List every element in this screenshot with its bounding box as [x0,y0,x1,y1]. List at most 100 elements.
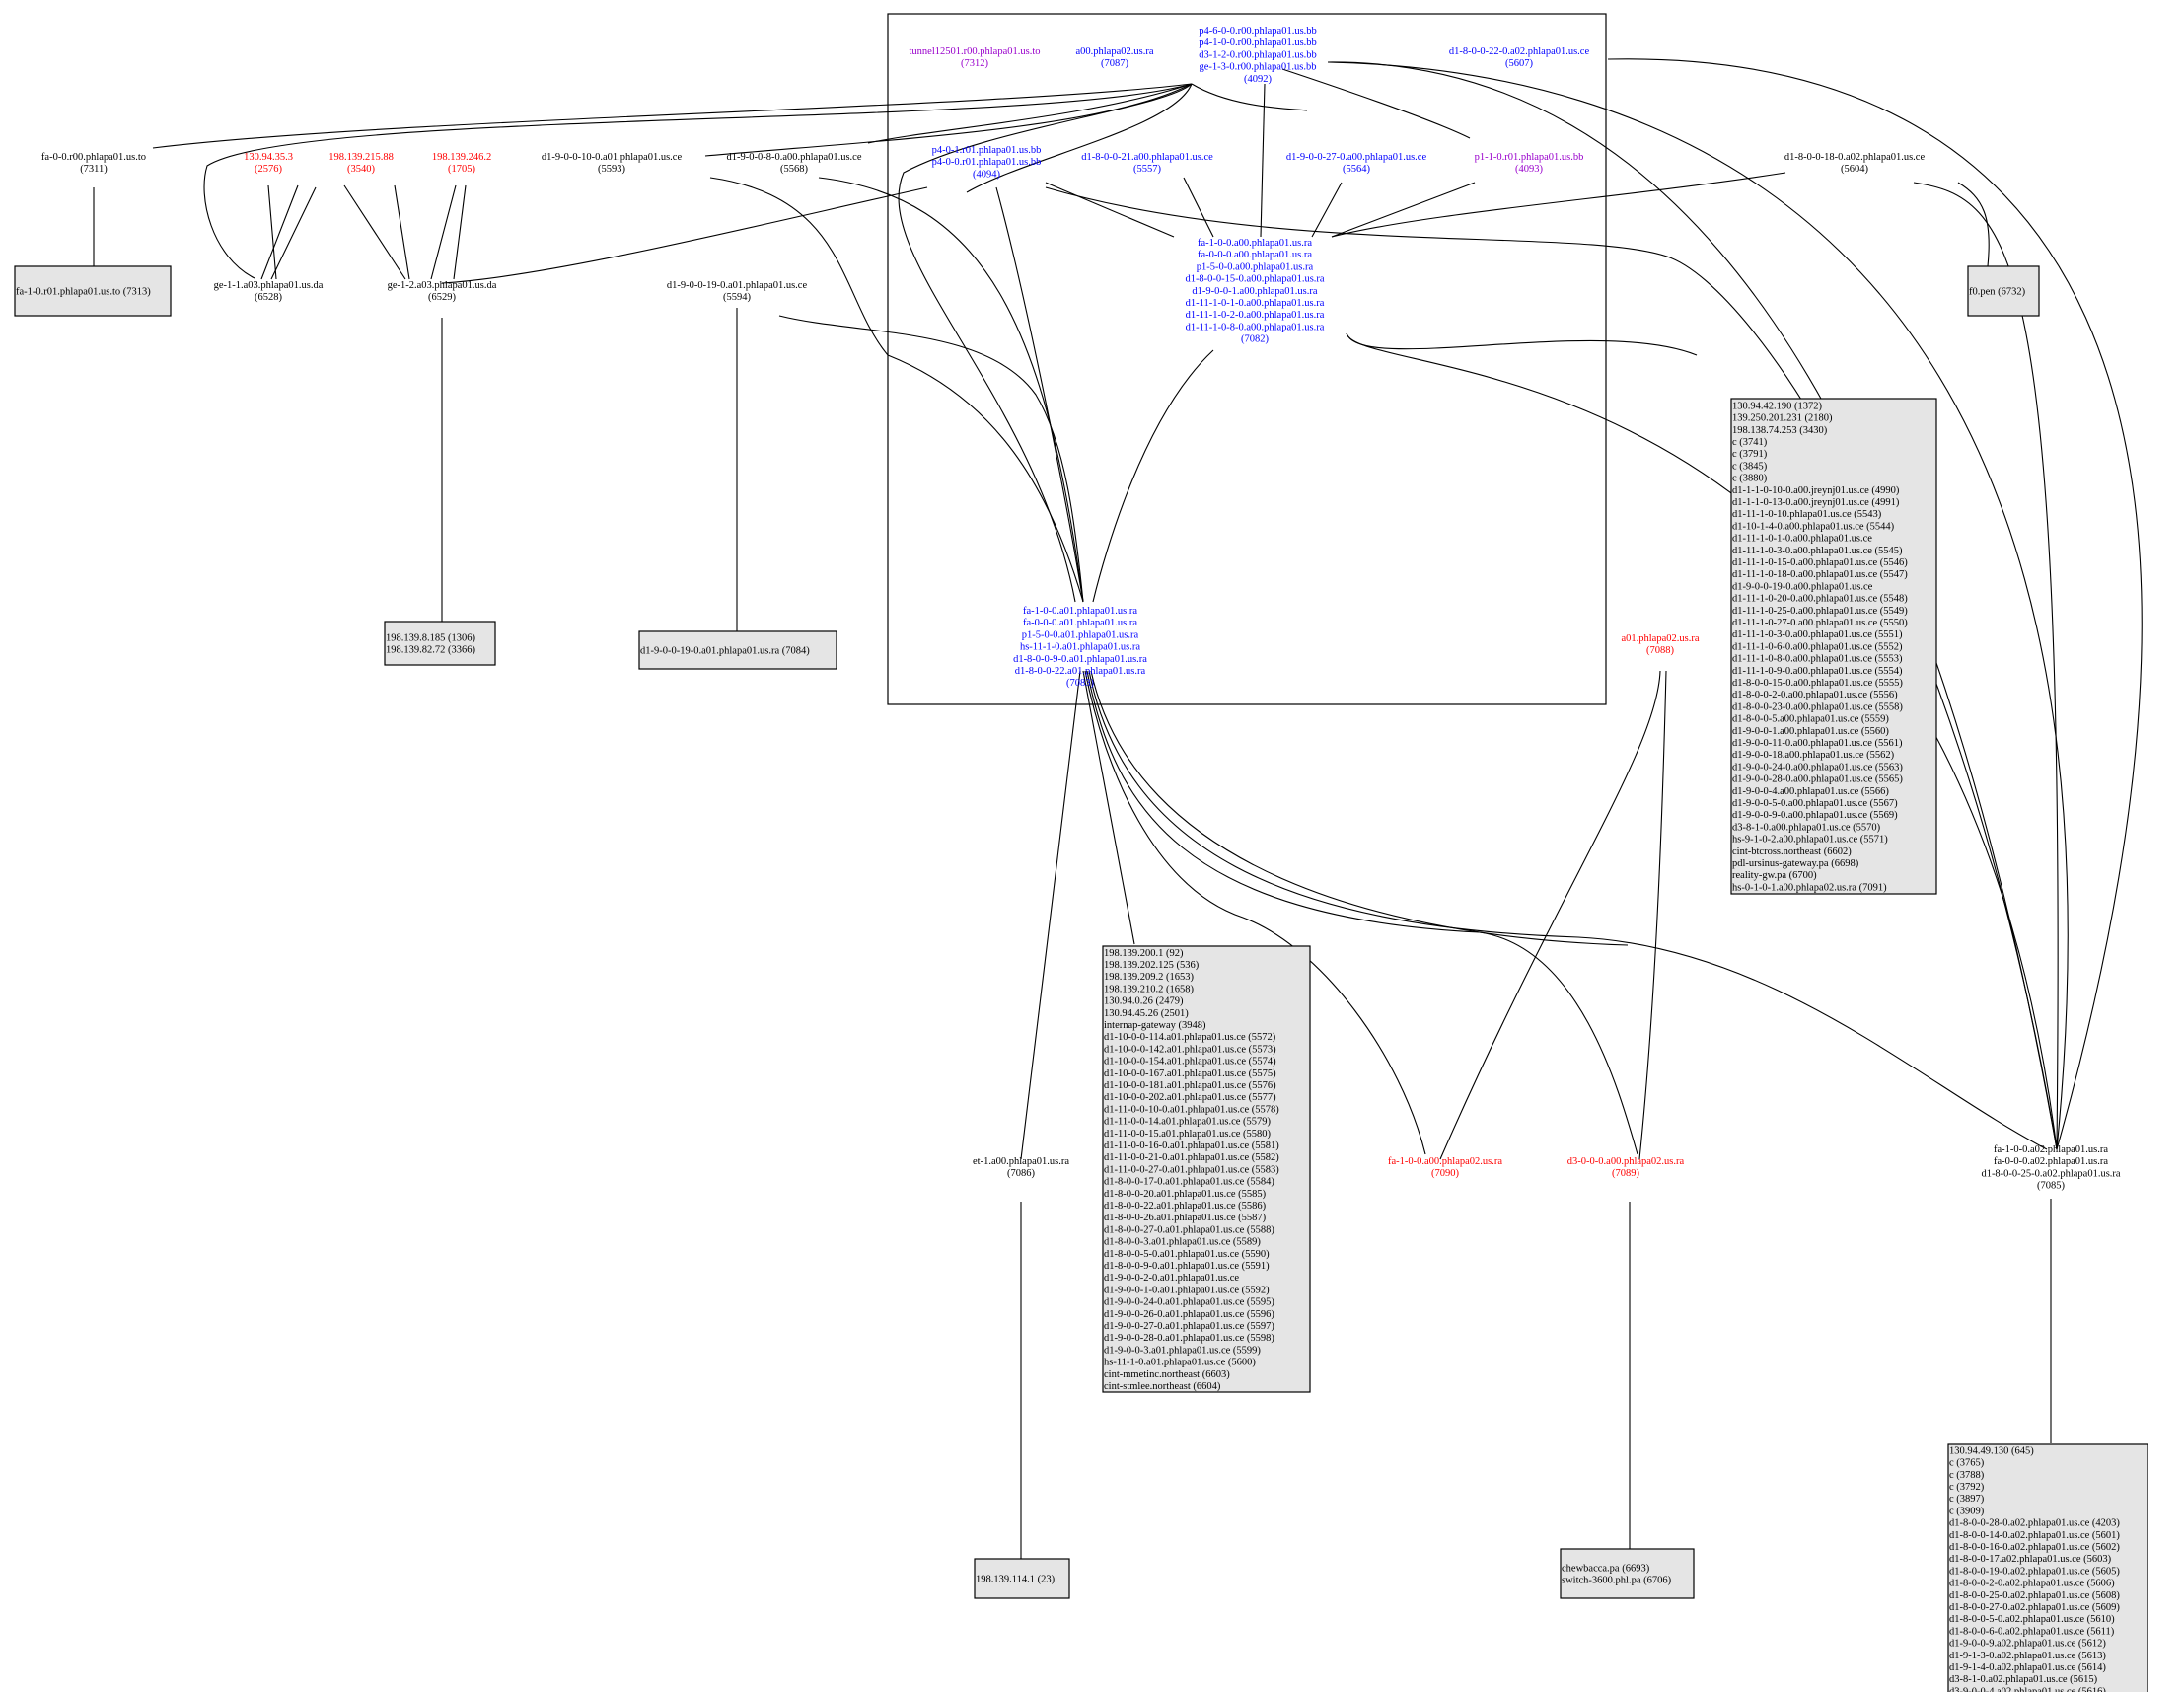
node-label: tunnel12501.r00.phlapa01.us.to [910,46,1041,57]
node-label: 198.139.8.185 (1306) [386,632,475,643]
node-label: (7086) [1007,1168,1035,1179]
node-box [1560,1548,1695,1599]
node-label: a01.phlapa02.us.ra [1621,633,1699,644]
node-label: d1-9-0-0-19-0.a00.phlapa01.us.ce [1732,581,1873,592]
node-label: 198.139.82.72 (3366) [386,645,475,656]
node-label: d1-11-1-0-2-0.a00.phlapa01.us.ra [1186,310,1325,321]
node-box7082: 130.94.42.190 (1372)139.250.201.231 (218… [1730,398,1937,895]
node-label: (7085) [2037,1181,2065,1192]
node-label: d3-8-1-0.a02.phlapa01.us.ce (5615) [1949,1674,2098,1685]
node-label: cint-btcross.northeast (6602) [1732,846,1852,857]
node-label: (2576) [255,164,282,175]
node-n6732: f0.pen (6732) [1967,265,2040,317]
node-n7082: fa-1-0-0.a00.phlapa01.us.rafa-0-0-0.a00.… [1185,238,1324,345]
node-label: d1-11-1-0-27-0.a00.phlapa01.us.ce (5550) [1732,618,1908,628]
node-label: d1-8-0-0-14-0.a02.phlapa01.us.ce (5601) [1949,1530,2120,1541]
node-label: c (3845) [1732,461,1768,472]
node-box [974,1558,1070,1599]
node-label: d1-10-1-4-0.a00.phlapa01.us.ce (5544) [1732,521,1895,532]
edge-layer [93,58,2143,1559]
node-label: d1-11-1-0-8-0.a00.phlapa01.us.ce (5553) [1732,654,1903,665]
node-label: ge-1-3-0.r00.phlapa01.us.bb [1200,62,1317,73]
node-label: (5593) [598,164,625,175]
node-label: d1-8-0-0-22.a01.phlapa01.us.ra [1015,666,1146,677]
node-label: d1-8-0-0-15-0.a00.phlapa01.us.ce (5555) [1732,678,1903,689]
node-n6693: chewbacca.pa (6693)switch-3600.phl.pa (6… [1560,1548,1695,1599]
node-label: (7090) [1431,1168,1459,1179]
node-label: d1-9-0-0-1.a00.phlapa01.us.ce (5560) [1732,726,1889,737]
node-label: c (3880) [1732,474,1768,484]
node-n5594: d1-9-0-0-19-0.a01.phlapa01.us.ce(5594) [667,280,808,303]
node-label: 198.139.246.2 [432,152,491,163]
node-n4093: p1-1-0.r01.phlapa01.us.bb(4093) [1475,152,1584,175]
node-label: d1-9-0-0-9.a02.phlapa01.us.ce (5612) [1949,1639,2106,1650]
node-label: fa-0-0-0.a02.phlapa01.us.ra [1994,1156,2108,1167]
node-n23: 198.139.114.1 (23) [974,1558,1070,1599]
node-label: d1-8-0-0-9-0.a01.phlapa01.us.ra [1013,654,1147,665]
node-label: 130.94.0.26 (2479) [1104,996,1184,1007]
node-n7088: a01.phlapa02.us.ra(7088) [1621,633,1699,656]
node-label: d1-9-0-0-24-0.a00.phlapa01.us.ce (5563) [1732,762,1903,772]
node-n7311: fa-0-0.r00.phlapa01.us.to(7311) [41,152,146,175]
node-label: d1-11-1-0-6-0.a00.phlapa01.us.ce (5552) [1732,641,1903,652]
node-label: d1-9-0-0-3.a01.phlapa01.us.ce (5599) [1104,1345,1261,1356]
node-label: d1-11-0-0-27-0.a01.phlapa01.us.ce (5583) [1104,1164,1279,1175]
node-label: d1-11-1-0-3-0.a00.phlapa01.us.ce (5551) [1732,629,1903,640]
node-label: d1-11-0-0-21-0.a01.phlapa01.us.ce (5582) [1104,1152,1279,1163]
node-n5564: d1-9-0-0-27-0.a00.phlapa01.us.ce(5564) [1286,152,1427,175]
node-label: d1-9-0-0-18.a00.phlapa01.us.ce (5562) [1732,750,1895,761]
node-label: d1-8-0-0-28-0.a02.phlapa01.us.ce (4203) [1949,1518,2120,1529]
node-label: switch-3600.phl.pa (6706) [1562,1576,1672,1586]
node-label: p1-5-0-0.a01.phlapa01.us.ra [1022,629,1139,640]
node-label: p4-1-0-0.r00.phlapa01.us.bb [1199,37,1317,48]
node-box7085: 130.94.49.130 (645)c (3765)c (3788)c (37… [1947,1443,2148,1692]
node-n7089: d3-0-0-0.a00.phlapa02.us.ra(7089) [1567,1156,1685,1179]
node-label: (7082) [1241,334,1269,345]
node-label: c (3909) [1949,1506,1985,1516]
node-label: d1-9-0-0-5-0.a00.phlapa01.us.ce (5567) [1732,798,1898,809]
node-label: p4-0-1.r01.phlapa01.us.bb [932,145,1042,156]
node-label: d3-8-1-0.a00.phlapa01.us.ce (5570) [1732,822,1881,833]
node-label: p4-6-0-0.r00.phlapa01.us.bb [1199,26,1317,37]
node-label: d1-11-0-0-16-0.a01.phlapa01.us.ce (5581) [1104,1140,1279,1151]
node-label: d1-9-0-0-2-0.a01.phlapa01.us.ce [1104,1273,1239,1284]
node-label: d1-10-0-0-167.a01.phlapa01.us.ce (5575) [1104,1068,1276,1079]
node-label: a00.phlapa02.us.ra [1075,46,1153,57]
node-label: d1-8-0-0-16-0.a02.phlapa01.us.ce (5602) [1949,1542,2120,1553]
node-label: d1-8-0-0-15-0.a00.phlapa01.us.ra [1185,274,1324,285]
node-label: d1-11-1-0-8-0.a00.phlapa01.us.ra [1186,322,1325,332]
node-label: (3540) [347,164,375,175]
node-n7086: et-1.a00.phlapa01.us.ra(7086) [973,1156,1069,1179]
node-label: 198.139.209.2 (1653) [1104,972,1194,983]
node-label: hs-11-1-0.a01.phlapa01.us.ce (5600) [1104,1358,1256,1368]
node-label: d1-8-0-0-18-0.a02.phlapa01.us.ce [1784,152,1926,163]
node-n5593: d1-9-0-0-10-0.a01.phlapa01.us.ce(5593) [542,152,683,175]
node-label: (4092) [1244,74,1272,85]
node-label: d1-8-0-0-17-0.a01.phlapa01.us.ce (5584) [1104,1177,1274,1188]
cluster-frame [887,13,1607,705]
node-label: d1-1-1-0-13-0.a00.jreynj01.us.ce (4991) [1732,497,1900,508]
node-box [638,630,837,670]
node-label: d1-8-0-0-25-0.a02.phlapa01.us.ra [1981,1168,2120,1179]
node-label: d1-8-0-0-5-0.a01.phlapa01.us.ce (5590) [1104,1249,1270,1260]
node-label: d1-8-0-0-6-0.a02.phlapa01.us.ce (5611) [1949,1626,2115,1637]
node-label: d1-9-0-0-19-0.a01.phlapa01.us.ra (7084) [640,645,810,656]
node-label: fa-1-0-0.a00.phlapa02.us.ra [1388,1156,1502,1167]
node-label: d1-9-0-0-26-0.a01.phlapa01.us.ce (5596) [1104,1309,1274,1320]
node-label: (4094) [973,169,1000,180]
node-label: 198.139.210.2 (1658) [1104,984,1194,994]
node-label: c (3792) [1949,1482,1985,1493]
node-label: cint-stmlee.northeast (6604) [1104,1381,1221,1392]
node-label: d1-8-0-0-25-0.a02.phlapa01.us.ce (5608) [1949,1590,2120,1601]
node-label: 130.94.45.26 (2501) [1104,1008,1189,1019]
node-label: fa-1-0-0.a01.phlapa01.us.ra [1023,606,1137,617]
node-label: d1-10-0-0-181.a01.phlapa01.us.ce (5576) [1104,1080,1276,1091]
node-n7087: a00.phlapa02.us.ra(7087) [1075,46,1153,69]
node-label: 198.139.215.88 [328,152,394,163]
node-label: d1-10-0-0-202.a01.phlapa01.us.ce (5577) [1104,1092,1276,1103]
node-label: d1-11-0-0-15.a01.phlapa01.us.ce (5580) [1104,1129,1272,1140]
node-label: c (3788) [1949,1470,1985,1481]
node-label: d1-9-1-4-0.a02.phlapa01.us.ce (5614) [1949,1662,2106,1673]
node-label: fa-0-0-0.a01.phlapa01.us.ra [1023,618,1137,628]
node-label: (5604) [1841,164,1868,175]
